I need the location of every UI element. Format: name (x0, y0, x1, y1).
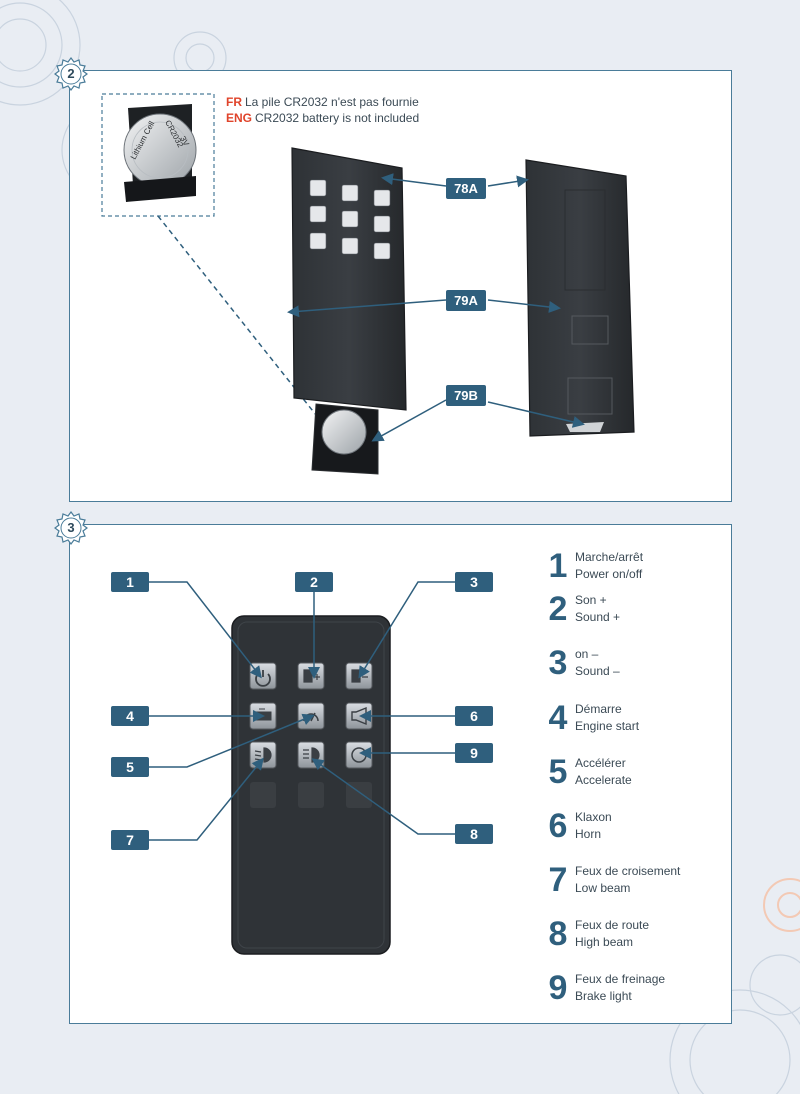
legend-number: 8 (548, 915, 568, 953)
step-number: 2 (67, 66, 75, 81)
legend-fr: Démarre (575, 702, 622, 716)
callout-8: 8 (455, 824, 493, 844)
gear-icon (54, 57, 88, 91)
legend-en: Power on/off (575, 567, 643, 581)
legend-en: High beam (575, 935, 634, 949)
lang-tag-fr: FR (226, 95, 242, 109)
low-beam-button[interactable] (249, 741, 277, 769)
sound-down-button[interactable] (345, 662, 373, 690)
legend-en: Brake light (575, 989, 632, 1003)
inset-leader-line (157, 215, 321, 421)
callout-2: 2 (295, 572, 333, 592)
callout-4: 4 (111, 706, 149, 726)
callout-5: 5 (111, 757, 149, 777)
callout-1: 1 (111, 572, 149, 592)
legend-fr: Feux de route (575, 918, 650, 932)
low-beam-icon (254, 747, 272, 763)
part-callout-78a: 78A (446, 178, 486, 199)
legend-fr: Feux de freinage (575, 972, 666, 986)
legend-fr: Accélérer (575, 756, 626, 770)
lang-tag-en: ENG (226, 111, 253, 125)
brake-light-button[interactable] (345, 741, 373, 769)
legend-fr: Marche/arrêt (575, 550, 644, 564)
power-button[interactable] (249, 662, 277, 690)
legend-number: 2 (548, 590, 568, 628)
note-text-fr: La pile CR2032 n'est pas fournie (245, 95, 419, 109)
legend-en: Engine start (575, 719, 640, 733)
horn-icon (351, 706, 367, 726)
callout-7: 7 (111, 830, 149, 850)
part-callout-79b: 79B (446, 385, 486, 406)
legend-fr: on – (575, 647, 599, 661)
legend-en: Accelerate (575, 773, 632, 787)
step-number: 3 (67, 520, 75, 535)
step-3-badge: 3 (53, 510, 89, 546)
legend-fr: Feux de croisement (575, 864, 681, 878)
coin-voltage-label: 3V (178, 135, 191, 148)
legend-number: 1 (548, 547, 568, 585)
part-callout-79a: 79A (446, 290, 486, 311)
legend-fr: Son + (575, 593, 607, 607)
callout-6: 6 (455, 706, 493, 726)
gear-icon (54, 511, 88, 545)
legend-number: 4 (548, 699, 568, 737)
buttons-panel (69, 524, 732, 1024)
callout-3: 3 (455, 572, 493, 592)
legend-en: Sound + (575, 610, 621, 624)
callout-9: 9 (455, 743, 493, 763)
note-text-en: CR2032 battery is not included (255, 111, 420, 125)
legend-number: 7 (548, 861, 568, 899)
legend-en: Sound – (575, 664, 620, 678)
remote-back-view (525, 159, 635, 437)
remote-front-view (291, 147, 407, 475)
coin-cell-inset (101, 93, 215, 217)
sound-up-button[interactable] (297, 662, 325, 690)
legend-number: 6 (548, 807, 568, 845)
legend-number: 9 (548, 969, 568, 1007)
legend-fr: Klaxon (575, 810, 612, 824)
legend-en: Horn (575, 827, 602, 841)
legend-number: 3 (548, 644, 568, 682)
step-2-badge: 2 (53, 56, 89, 92)
legend-en: Low beam (575, 881, 631, 895)
legend-number: 5 (548, 753, 568, 791)
